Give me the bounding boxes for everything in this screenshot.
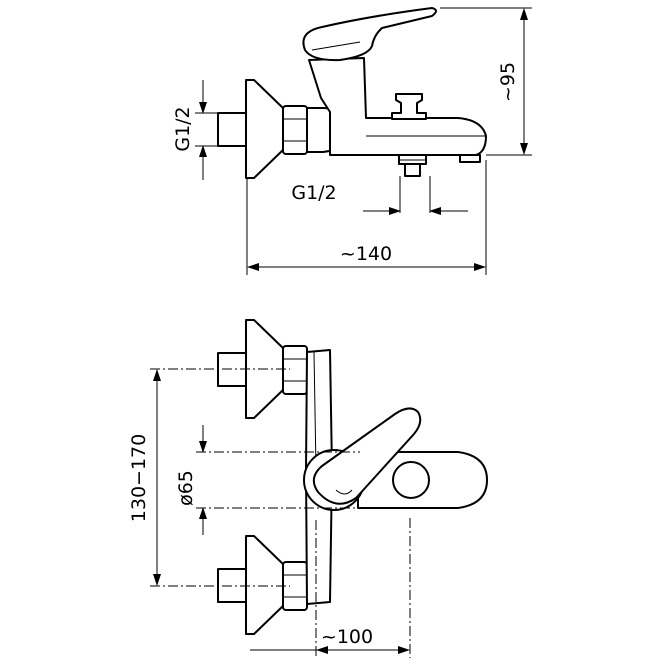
top-upper-hex-nut [282, 345, 308, 395]
label-thread-bottom: G1/2 [291, 182, 336, 204]
side-diverter-knob [391, 93, 427, 120]
top-lower-hex-nut [282, 561, 308, 611]
label-height: ~95 [497, 62, 519, 102]
side-spout-body [308, 57, 487, 156]
top-lower-rosette [245, 535, 284, 635]
side-rosette [245, 79, 284, 179]
label-width-top: ~100 [321, 626, 373, 648]
top-view [150, 319, 488, 658]
side-shower-outlet-stem [404, 163, 421, 177]
side-aerator [459, 154, 481, 163]
label-thread-side: G1/2 [172, 106, 194, 151]
top-view-dimensions: 130−170 ø65 ~100 [128, 369, 410, 654]
side-view [217, 7, 487, 213]
side-hex-nut [282, 105, 308, 155]
top-lever-handle [312, 407, 422, 505]
side-view-dimensions: G1/2 G1/2 ~95 ~140 [172, 7, 532, 275]
label-spacing: 130−170 [128, 434, 150, 522]
label-rosette-diameter: ø65 [175, 470, 197, 506]
label-width-side: ~140 [340, 243, 392, 265]
top-diverter-knob [392, 461, 430, 499]
side-lever-handle [302, 7, 437, 62]
